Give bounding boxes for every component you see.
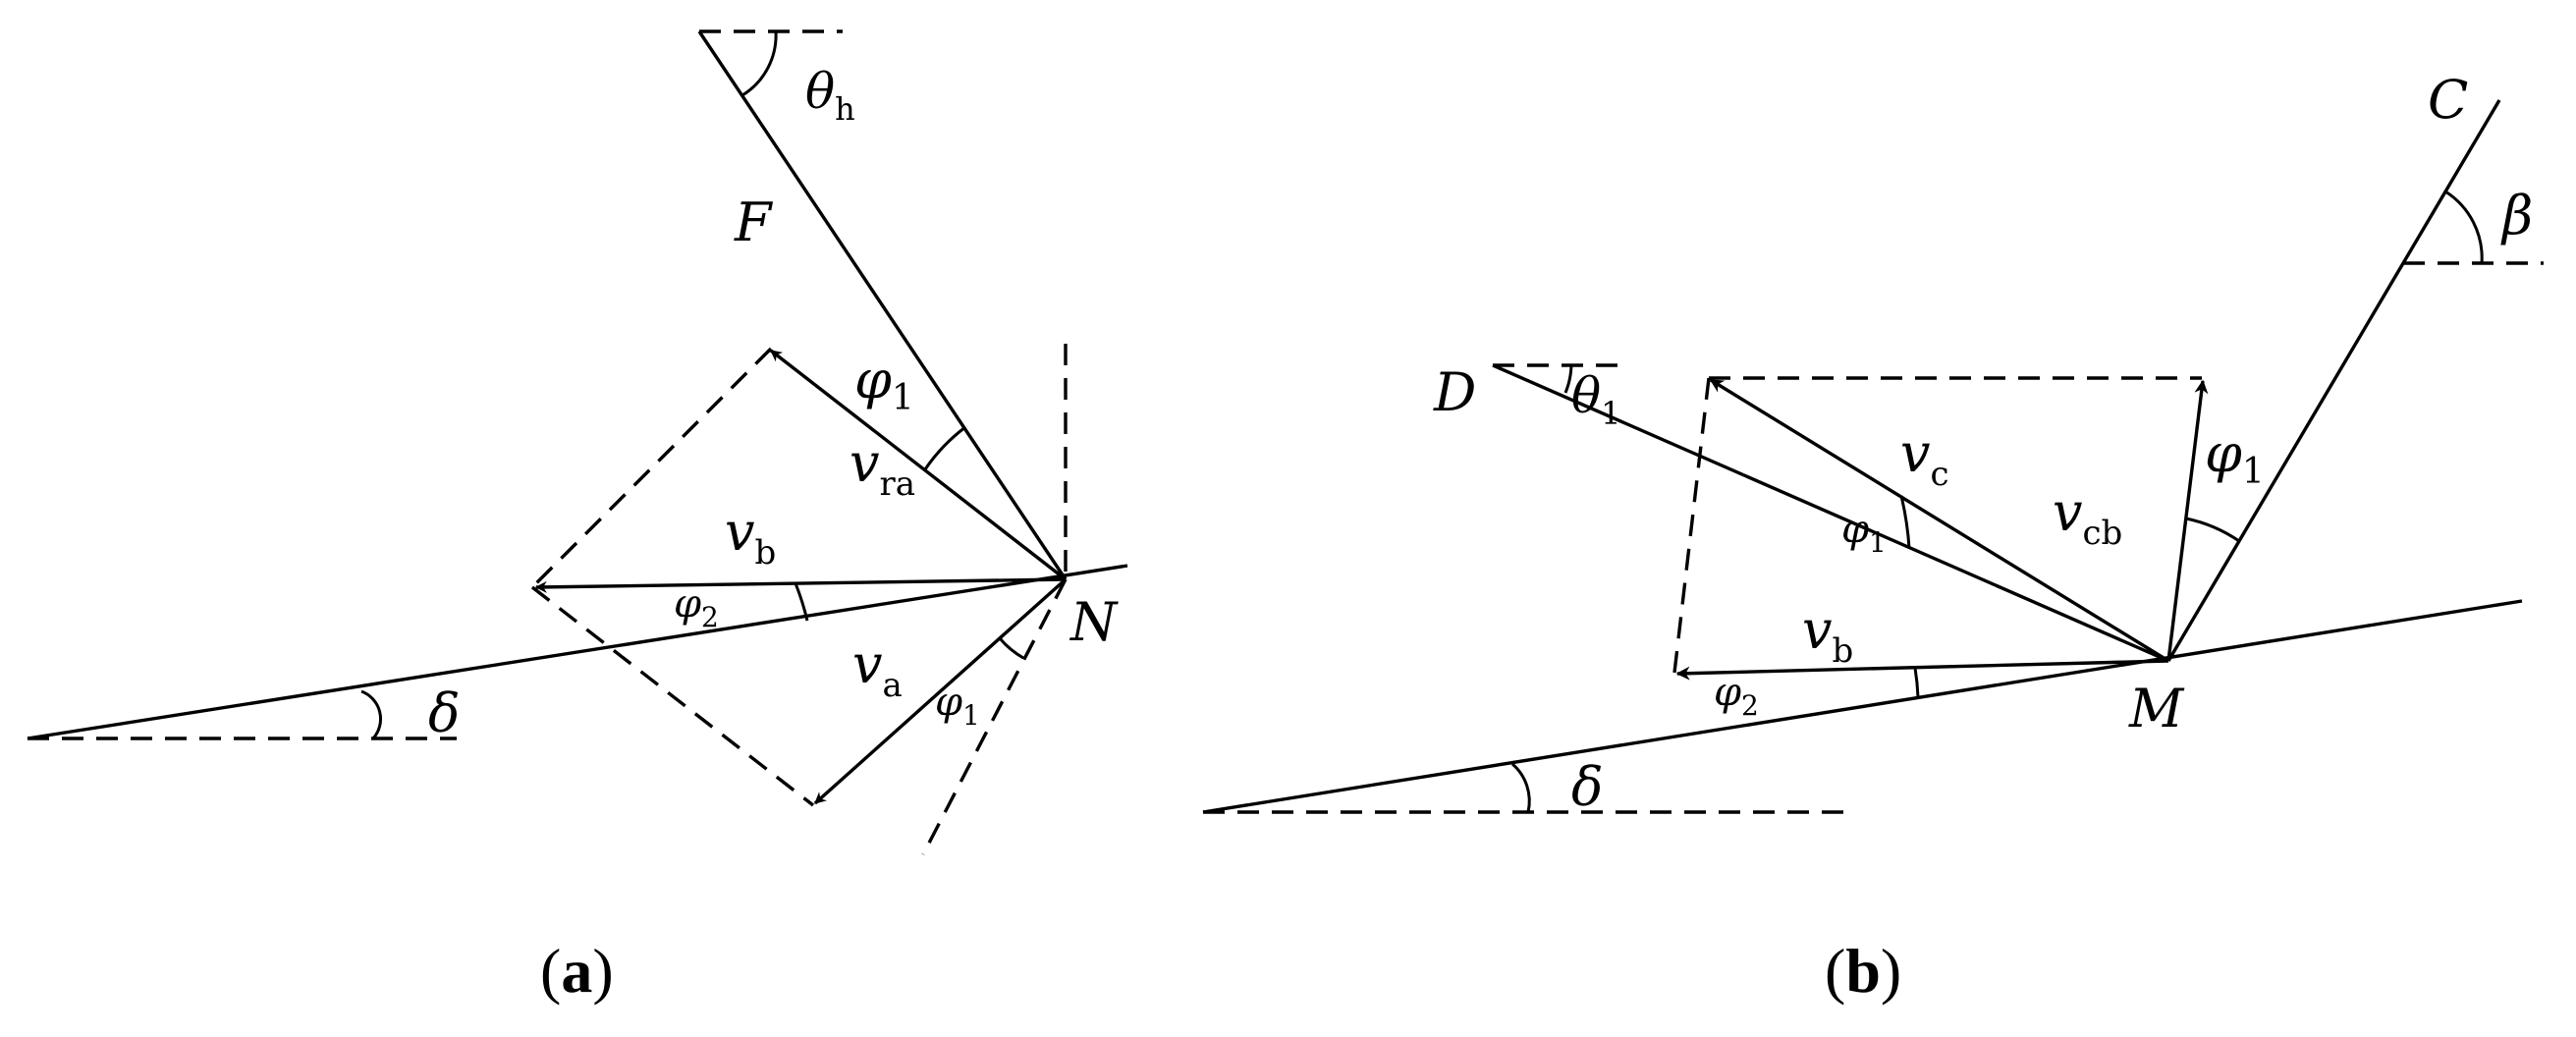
delta-arc-b bbox=[1510, 762, 1531, 813]
label-v-b-b: vb bbox=[1802, 599, 1853, 671]
caption-a: (a) bbox=[540, 936, 614, 1006]
label-theta-h: θh bbox=[805, 63, 855, 128]
parallelogram-edge-2 bbox=[530, 585, 815, 807]
label-C: C bbox=[2428, 69, 2468, 131]
label-v-c: vc bbox=[1900, 422, 1949, 494]
label-beta: β bbox=[2500, 185, 2533, 246]
phi1-top-arc bbox=[923, 425, 966, 470]
slope-line-a bbox=[27, 564, 1128, 740]
rect-left-edge bbox=[1672, 377, 1711, 674]
phi1-right-arc bbox=[2185, 517, 2240, 543]
vector-v-b bbox=[534, 577, 1067, 593]
label-D: D bbox=[1433, 361, 1476, 423]
label-v-cb: vcb bbox=[2053, 481, 2122, 553]
vector-v-ra bbox=[769, 349, 1068, 581]
label-N: N bbox=[1069, 591, 1119, 653]
panel-a: θh F φ1 vra vb φ2 N va φ1 δ (a) bbox=[27, 29, 1128, 1006]
label-v-ra: vra bbox=[850, 432, 915, 504]
dashed-extension-N bbox=[921, 578, 1068, 855]
label-phi2-b: φ2 bbox=[1714, 670, 1759, 722]
label-F: F bbox=[734, 191, 774, 253]
label-phi1-top: φ1 bbox=[854, 349, 914, 418]
label-M: M bbox=[2128, 678, 2185, 739]
beta-arc bbox=[2444, 190, 2484, 264]
panel-b: C β D θ1 vc φ1 vcb φ1 vb φ2 M δ (b) bbox=[1202, 69, 2544, 1006]
label-phi1-mid: φ1 bbox=[1841, 507, 1887, 559]
phi1-bottom-arc bbox=[998, 637, 1024, 660]
slope-line-b bbox=[1202, 599, 2523, 814]
phi1-mid-arc bbox=[1899, 495, 1911, 549]
phi2-arc-b bbox=[1913, 667, 1920, 698]
theta-h-arc bbox=[741, 30, 778, 97]
label-phi1-bottom: φ1 bbox=[935, 680, 980, 732]
label-delta-a: δ bbox=[428, 682, 461, 744]
label-theta-1: θ1 bbox=[1571, 367, 1620, 432]
caption-b: (b) bbox=[1825, 936, 1901, 1006]
line-FN bbox=[697, 30, 1068, 580]
label-phi1-right: φ1 bbox=[2205, 422, 2265, 492]
label-v-a: va bbox=[852, 633, 903, 705]
line-MC bbox=[2166, 99, 2501, 662]
vector-v-b-b bbox=[1675, 659, 2169, 681]
vector-v-a bbox=[813, 577, 1068, 805]
vector-v-c bbox=[1709, 378, 2169, 663]
theta1-arc bbox=[1563, 364, 1573, 394]
line-DM bbox=[1492, 363, 2169, 663]
vector-v-cb bbox=[2166, 379, 2209, 662]
parallelogram-edge-1 bbox=[530, 347, 773, 589]
delta-arc-a bbox=[360, 689, 383, 739]
label-phi2-a: φ2 bbox=[674, 581, 719, 633]
label-v-b-a: vb bbox=[725, 501, 776, 573]
label-delta-b: δ bbox=[1571, 756, 1604, 818]
phi2-arc-a bbox=[794, 582, 809, 622]
